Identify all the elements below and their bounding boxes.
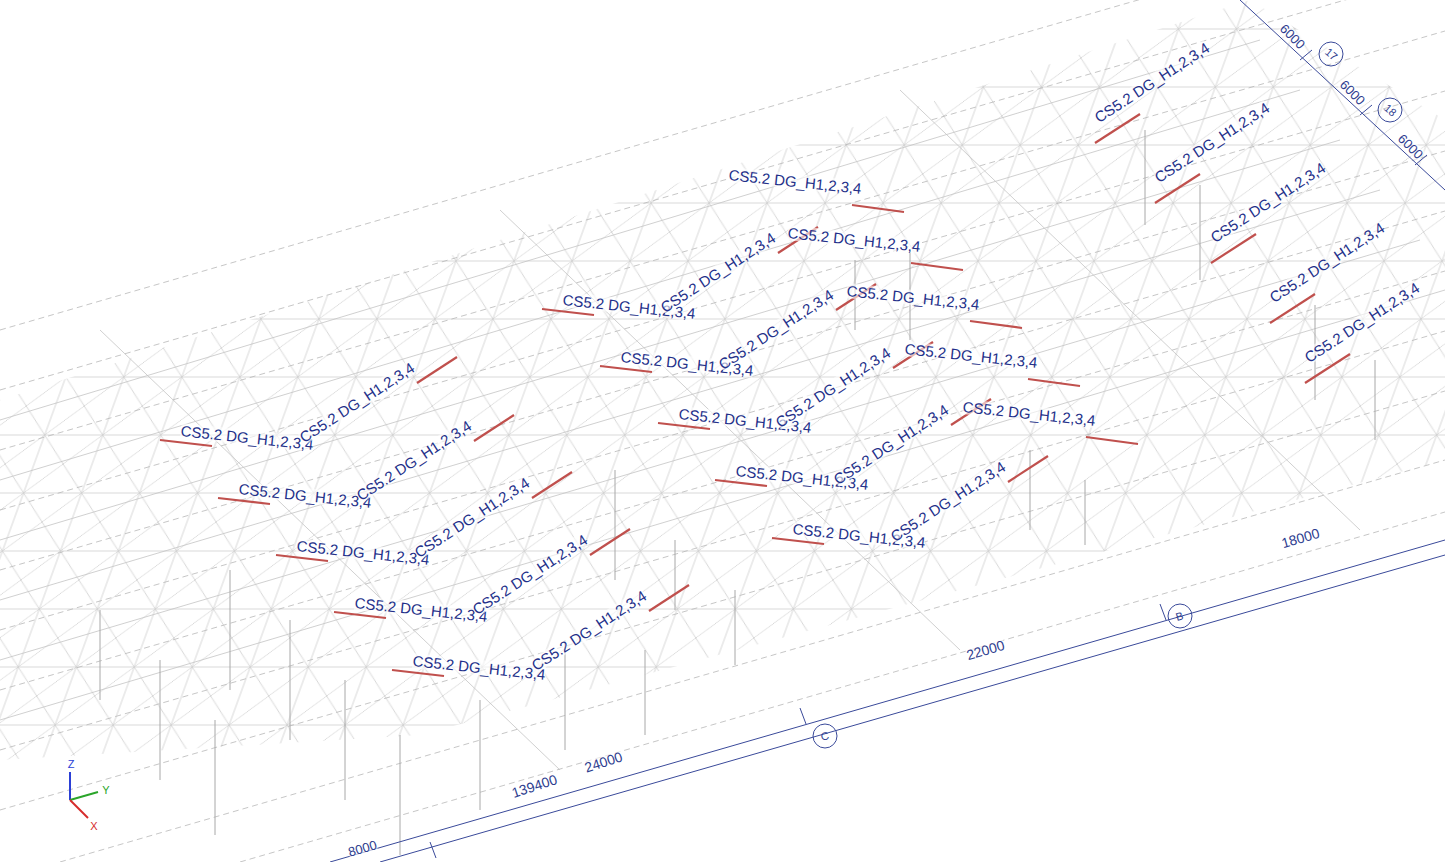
axis-label: Z [68, 759, 75, 770]
dimension-text: 24000 [582, 749, 623, 774]
axis-label: X [90, 821, 97, 832]
axis-label: Y [102, 785, 109, 796]
dimension-text: 8000 [346, 838, 377, 858]
grid-axis-label: C [820, 730, 831, 743]
dimension-text: 139400 [510, 772, 559, 800]
dimension-text: 18000 [1279, 526, 1320, 550]
dimension-text: 22000 [964, 638, 1005, 662]
grid-axis-label: B [1175, 610, 1185, 623]
